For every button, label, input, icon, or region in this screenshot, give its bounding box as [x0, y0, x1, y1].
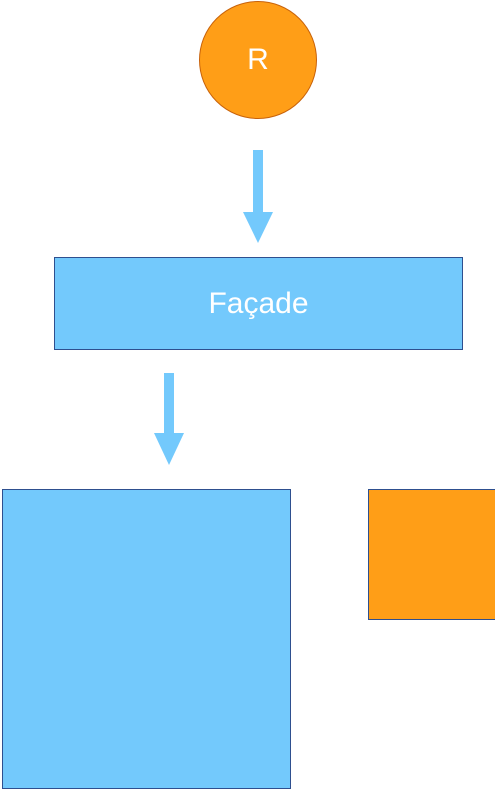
- arrow-head: [154, 433, 184, 465]
- arrow-r-to-facade: [243, 150, 273, 243]
- arrow-shaft: [253, 150, 263, 212]
- large-subsystem-block: [2, 489, 291, 789]
- arrow-shaft: [164, 373, 174, 433]
- r-node-circle: R: [199, 1, 317, 119]
- small-subsystem-block: [368, 489, 495, 620]
- arrow-head: [243, 212, 273, 243]
- arrow-facade-to-block: [154, 373, 184, 465]
- facade-box: Façade: [54, 257, 463, 350]
